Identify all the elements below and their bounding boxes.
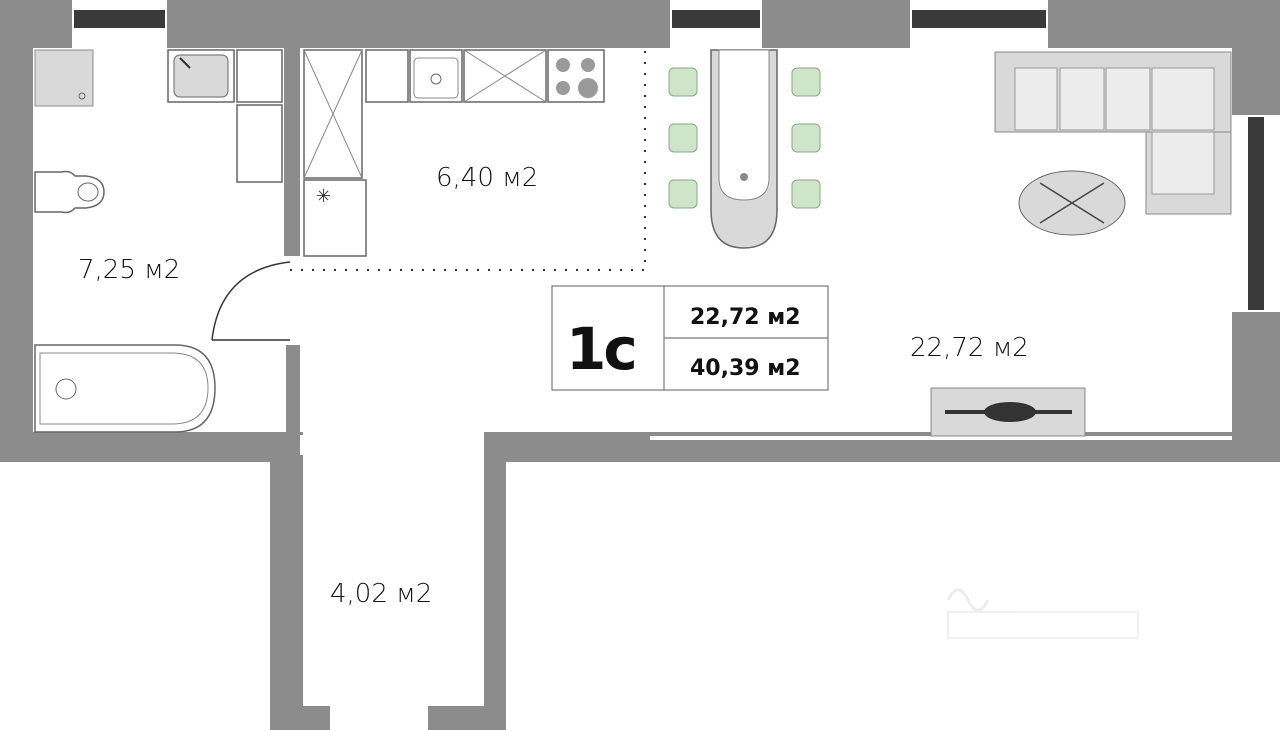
cabinet-cross-2 — [303, 49, 363, 179]
tv-base — [984, 402, 1036, 422]
washing-machine-knob — [78, 92, 86, 100]
burner-3 — [556, 81, 570, 95]
fridge-snowflake-icon: ✳ — [316, 186, 331, 207]
watermark-logo — [946, 588, 1139, 639]
living-furniture — [930, 51, 1232, 437]
kitchen-sink-drain — [430, 73, 442, 85]
bath-sink-tap — [179, 57, 191, 69]
hall-area-label: 4,02 м2 — [330, 579, 432, 609]
sofa-cushion-5 — [1151, 131, 1215, 195]
bathroom-area-label: 7,25 м2 — [78, 255, 180, 285]
bath-shelf-1 — [236, 49, 283, 103]
bath-door-swing — [211, 261, 291, 341]
dining-chair-icon — [668, 67, 698, 97]
burner-4 — [578, 78, 598, 98]
bathtub-icon — [34, 344, 216, 433]
kitchen-fixtures: ✳ — [290, 48, 646, 271]
dining-chair-icon — [791, 67, 821, 97]
dining-chair-icon — [791, 179, 821, 209]
window-pane-4 — [1248, 117, 1264, 310]
fridge-icon — [303, 179, 367, 257]
window-pane-3 — [912, 10, 1046, 28]
windows — [72, 0, 1280, 312]
kitchen-area-label: 6,40 м2 — [436, 163, 538, 193]
door-opening — [284, 256, 300, 345]
dining-chair-icon — [791, 123, 821, 153]
room-labels: 7,25 м2 6,40 м2 22,72 м2 4,02 м2 — [78, 163, 1029, 609]
kitchen-counter-1 — [365, 49, 409, 103]
bathroom-fixtures — [34, 49, 291, 433]
wall-right-top — [1232, 0, 1280, 115]
wall-bath-kitchen — [284, 48, 300, 256]
wall-ledge — [650, 436, 1232, 440]
dishwasher-cross-2 — [463, 49, 547, 103]
window-gap — [1232, 115, 1236, 312]
toilet-icon — [34, 170, 105, 214]
wall-bath-hall — [286, 345, 303, 435]
info-box: 1с 22,72 м2 40,39 м2 — [551, 285, 829, 391]
wall-hall-bottom-left — [270, 706, 330, 730]
dining-chair-icon — [668, 179, 698, 209]
dining-chair-icon — [668, 123, 698, 153]
coffee-table-leg-2 — [1039, 182, 1105, 224]
hall-floor — [303, 432, 484, 706]
total-area-value: 40,39 м2 — [690, 356, 801, 381]
window-pane-2 — [672, 10, 760, 28]
dining-set — [668, 49, 821, 249]
wall-top — [0, 0, 1280, 48]
wall-bottom-left — [0, 432, 300, 462]
bath-shelf-2 — [236, 104, 283, 183]
dining-table-center — [740, 173, 748, 181]
kitchen-sink-basin — [413, 57, 459, 99]
bathtub-drain — [55, 378, 77, 400]
living-area-label: 22,72 м2 — [910, 333, 1029, 363]
dining-table-top — [718, 49, 770, 201]
sofa-cushion-4 — [1151, 67, 1215, 131]
wall-hall-right — [484, 430, 506, 730]
wall-hall-bottom-right — [428, 706, 506, 730]
sofa-cushion-1 — [1014, 67, 1058, 131]
window-pane-1 — [74, 10, 165, 28]
apartment-type: 1с — [566, 315, 635, 383]
entry-opening — [330, 706, 428, 730]
burner-1 — [556, 58, 570, 72]
toilet-bowl — [77, 182, 99, 202]
wall-left — [0, 0, 33, 460]
bathtub-inner — [39, 352, 209, 425]
sofa-cushion-3 — [1105, 67, 1151, 131]
washing-machine-icon — [34, 49, 94, 107]
burner-2 — [581, 58, 595, 72]
wall-hall-left — [270, 455, 303, 730]
sofa-cushion-2 — [1059, 67, 1105, 131]
living-area-value: 22,72 м2 — [690, 305, 801, 330]
